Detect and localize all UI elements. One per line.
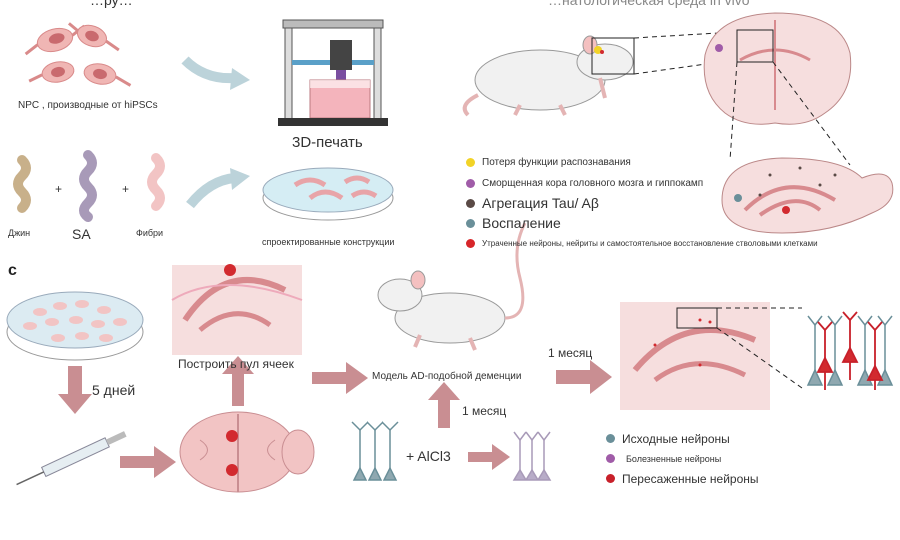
constructs-label: спроектированные конструкции [262, 237, 395, 247]
legend-dot-tau [466, 199, 475, 208]
syringe-icon [16, 431, 127, 486]
legend-inflammation: Воспаление [482, 215, 561, 231]
legend-dot-recognition [466, 158, 475, 167]
hippocampus-section-icon [721, 157, 894, 234]
fibri-label: Фибри [136, 228, 164, 238]
legend-cortex: Сморщенная кора головного мозга и гиппок… [482, 178, 704, 189]
npc-label: NPC , производные от hiPSCs [18, 100, 158, 111]
legend-dot-lost-neurons [466, 239, 475, 248]
arrow-inject [120, 456, 156, 468]
gin-label: Джин [8, 228, 31, 238]
arrow-build-pool [232, 372, 244, 406]
hippocampus-slice-injected-icon [171, 264, 303, 355]
days-label: 5 дней [92, 382, 136, 398]
plus-sign-2: + [122, 182, 130, 196]
bioink-beads-icon [13, 150, 165, 222]
diseased-neurons-icon [512, 431, 552, 481]
panel-c-label: c [8, 262, 17, 279]
legend-lost-neurons: Утраченные нейроны, нейриты и самостояте… [482, 239, 818, 248]
arrow-alcl3-to-model [438, 398, 450, 428]
arrow-1-month [556, 370, 592, 384]
legend-transplanted-neurons: Пересаженные нейроны [622, 472, 759, 486]
arrow-npc-to-printer [181, 56, 236, 84]
legend-recognition: Потеря функции распознавания [482, 157, 631, 168]
header-left-partial: …ру… [90, 0, 133, 8]
plus-sign-1: + [55, 182, 63, 196]
brain-top-view-icon [179, 411, 315, 493]
legend-dot-cortex [466, 179, 475, 188]
build-pool-label: Построить пул ячеек [178, 357, 294, 371]
arrow-bioink-to-printer [186, 173, 236, 209]
arrow-alcl3 [468, 452, 494, 462]
arrow-5-days [68, 366, 82, 396]
bioprinter-icon [278, 19, 388, 126]
month-label-right: 1 месяц [548, 346, 593, 360]
model-label: Модель AD-подобной деменции [372, 371, 522, 382]
legend-original-neurons: Исходные нейроны [622, 432, 730, 446]
month-label-up: 1 месяц [462, 404, 507, 418]
legend-dot-diseased-neurons [606, 454, 615, 463]
legend-diseased-neurons: Болезненные нейроны [626, 454, 722, 464]
npc-cells-icon [24, 22, 132, 87]
rat-icon [462, 35, 635, 117]
legend-dot-transplanted-neurons [606, 474, 615, 483]
mouse-model-icon [377, 222, 527, 351]
coronal-brain-section-icon [703, 12, 852, 125]
alcl3-label: + AlCl3 [406, 448, 451, 464]
healthy-neurons-icon [351, 421, 399, 481]
petri-dish-constructs-icon [262, 167, 394, 221]
legend-tau: Агрегация Tau/ Aβ [482, 195, 599, 211]
legend-dot-original-neurons [606, 434, 615, 443]
bioprint-label: 3D-печать [292, 134, 363, 151]
transplanted-neurons-icon [806, 311, 894, 390]
hippocampus-slice-result-icon [620, 302, 770, 410]
header-right-partial: …натологическая среда in vivo [548, 0, 750, 8]
arrow-to-model [312, 372, 348, 384]
sa-label: SA [72, 226, 91, 242]
legend-dot-inflammation [466, 219, 475, 228]
petri-dish-spheroids-icon [6, 291, 144, 361]
